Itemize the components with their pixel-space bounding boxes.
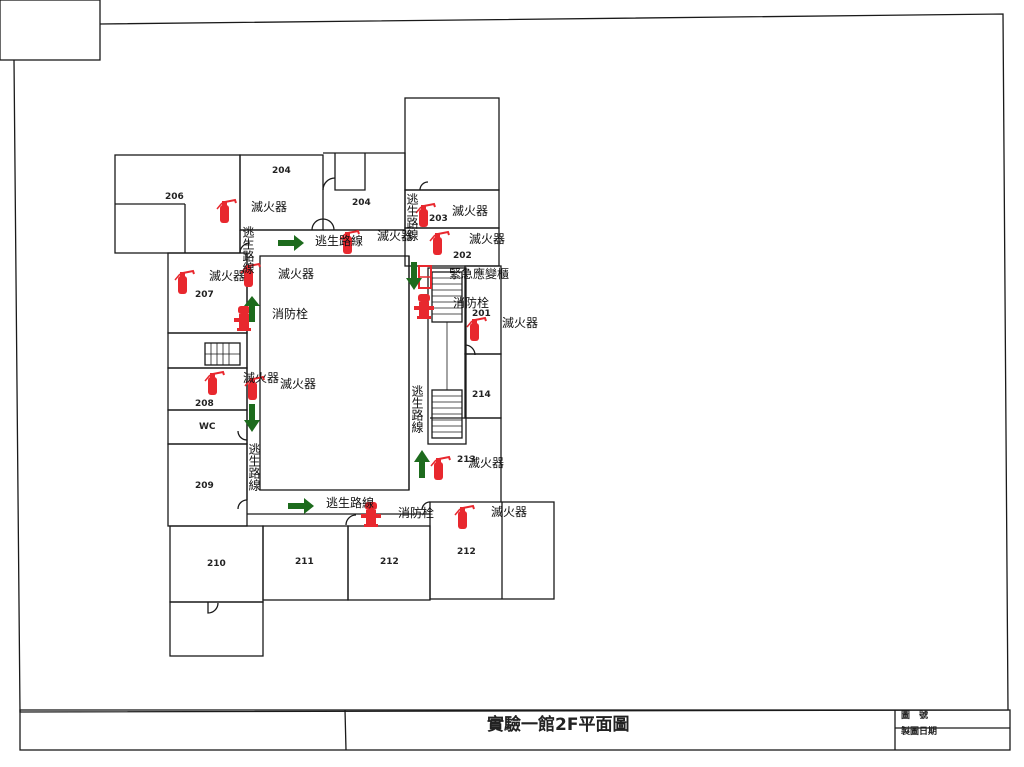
drawing-number-label: 圖 號 (901, 711, 929, 721)
room-label: 203 (429, 214, 448, 224)
extinguisher-label: 滅火器 (502, 316, 539, 330)
arrow-down-icon (244, 404, 260, 432)
extinguisher-label: 滅火器 (469, 232, 506, 246)
room-label: 207 (195, 290, 214, 300)
extinguisher-icon (466, 317, 487, 342)
room-label: 206 (165, 192, 184, 202)
title-block (19, 709, 1011, 751)
extinguisher-icon (174, 270, 195, 295)
room-label: 209 (195, 481, 214, 491)
escape-route-label: 逃生路線 (315, 234, 364, 248)
hydrant-label: 消防栓 (272, 307, 309, 321)
extinguisher-label: 滅火器 (209, 269, 246, 283)
extinguisher-label: 滅火器 (491, 505, 528, 519)
room-label: 208 (195, 399, 214, 409)
room-label: 214 (472, 390, 491, 400)
room-215-outline (464, 353, 502, 419)
room-label: 204 (352, 198, 371, 208)
extinguisher-icon (429, 231, 450, 256)
escape-route-label: 逃生路線 (247, 443, 261, 491)
extinguisher-label: 滅火器 (278, 267, 315, 281)
arrow-down-icon (406, 262, 422, 290)
drawing-title: 實驗一館2F平面圖 (487, 715, 630, 735)
arrow-right-icon (278, 235, 304, 251)
extinguisher-label: 滅火器 (377, 229, 414, 243)
escape-arrows (244, 235, 430, 514)
hydrant-symbols (234, 294, 434, 527)
north-east-tower (404, 97, 500, 191)
escape-route-label: 逃生路線 (410, 385, 424, 433)
extinguisher-label: 滅火器 (251, 200, 288, 214)
hydrant-icon (414, 294, 434, 319)
room-label: 212 (380, 557, 399, 567)
room-label: 211 (295, 557, 314, 567)
escape-route-label: 逃生路線 (405, 193, 419, 241)
hydrant-label: 消防栓 (453, 296, 490, 310)
emergency-cabinet-label: 緊急應變櫃 (449, 267, 510, 281)
hydrant-label: 消防栓 (398, 506, 435, 520)
room-label: WC (199, 422, 216, 432)
extinguisher-label: 滅火器 (452, 204, 489, 218)
room-label: 210 (207, 559, 226, 569)
arrow-right-icon (288, 498, 314, 514)
extinguisher-icon (430, 456, 451, 481)
room-label: 213 (457, 455, 476, 465)
room-label: 204 (272, 166, 291, 176)
extinguisher-icon (216, 199, 237, 224)
drawing-date-label: 製圖日期 (901, 727, 938, 737)
room-label: 212 (457, 547, 476, 557)
extinguisher-label: 滅火器 (243, 371, 280, 385)
room-label: 201 (472, 309, 491, 319)
extinguisher-icon (454, 505, 475, 530)
extinguisher-label: 滅火器 (280, 377, 317, 391)
extinguisher-label: 滅火器 (468, 456, 505, 470)
escape-route-label: 逃生路線 (241, 226, 255, 274)
corner-box (0, 0, 101, 61)
room-212-outline (347, 525, 431, 601)
room-202-outline (404, 227, 500, 267)
escape-route-label: 逃生路線 (326, 496, 375, 510)
arrow-up-icon (244, 296, 260, 322)
arrow-up-icon (414, 450, 430, 478)
extinguisher-icon (204, 371, 225, 396)
room-label: 202 (453, 251, 472, 261)
courtyard (259, 255, 410, 491)
sheet-frame (13, 13, 1009, 713)
